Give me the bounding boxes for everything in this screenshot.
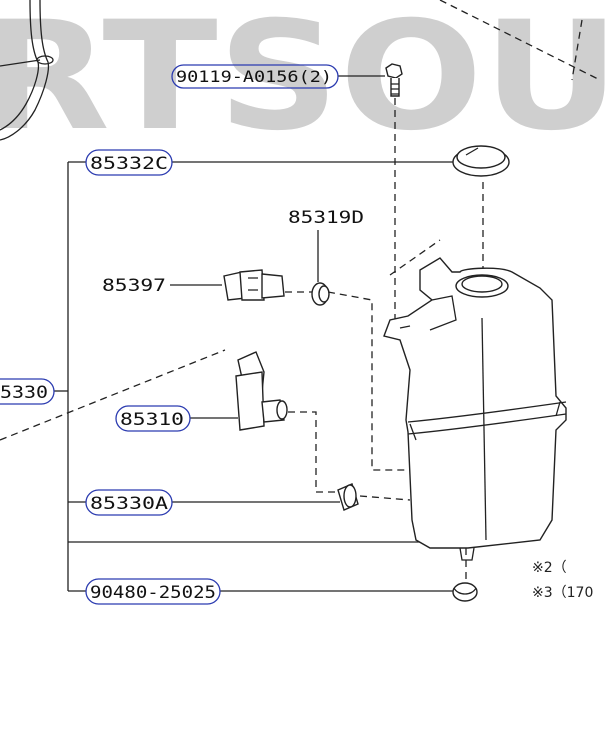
leader-lines [170, 75, 455, 592]
callout-cap-text: 85332C [90, 154, 168, 174]
watermark-text: RTSOU [0, 0, 612, 164]
callout-bracket [54, 161, 420, 592]
callout-grommet-text: 85319D [288, 208, 364, 228]
assembly-dashes [285, 98, 484, 582]
pump-part[interactable] [235, 351, 288, 431]
note-line-1: ※2（ [532, 560, 567, 576]
bolt-part[interactable] [385, 63, 403, 97]
grommet-part[interactable] [311, 282, 330, 306]
plug-part[interactable] [452, 582, 478, 602]
callout-pump[interactable]: 85310 [115, 405, 191, 432]
cap-part[interactable] [452, 145, 510, 177]
callout-bolt[interactable]: 90119-A0156(2) [171, 64, 339, 89]
callout-plug-text: 90480-25025 [90, 583, 216, 603]
callout-cap[interactable]: 85332C [85, 149, 173, 176]
callout-bolt-text: 90119-A0156(2) [176, 67, 332, 86]
callout-connector[interactable]: 85397 [102, 276, 166, 296]
washer-tank[interactable] [383, 257, 567, 561]
connector-part[interactable] [223, 269, 285, 301]
callout-grommet[interactable]: 85319D [288, 208, 364, 228]
hose-lines [0, 0, 601, 441]
callout-jar[interactable]: 85330 [0, 378, 55, 405]
seal-part[interactable] [337, 483, 359, 511]
callout-seal-text: 85330A [90, 494, 168, 514]
callout-pump-text: 85310 [120, 410, 184, 430]
callout-jar-text: 85330 [0, 383, 48, 403]
callout-plug[interactable]: 90480-25025 [85, 578, 221, 605]
callout-seal[interactable]: 85330A [85, 489, 173, 516]
note-line-2: ※3（170 [532, 585, 593, 601]
callout-connector-text: 85397 [102, 276, 166, 296]
